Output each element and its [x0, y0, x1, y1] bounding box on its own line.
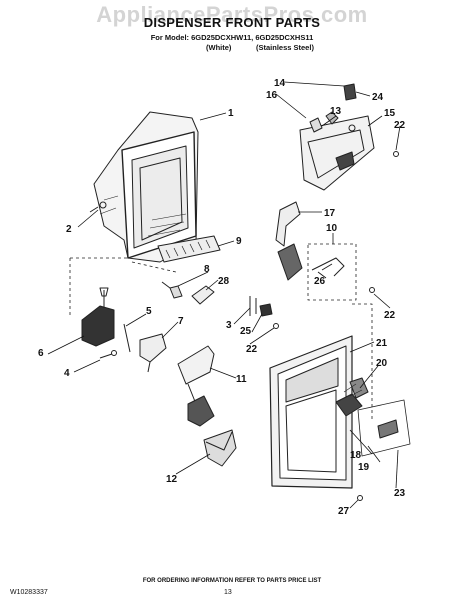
callout-27: 27 — [338, 506, 350, 517]
part-27-screw — [357, 495, 363, 501]
page-title: DISPENSER FRONT PARTS — [143, 15, 321, 30]
part-28-lever — [191, 285, 215, 305]
finish-white-label: (White) — [206, 43, 232, 52]
callout-10: 10 — [326, 223, 338, 234]
callout-7: 7 — [178, 316, 184, 327]
callout-20: 20 — [376, 358, 388, 369]
part-19-23-membrane — [357, 399, 411, 457]
part-4-screw — [99, 350, 117, 359]
callout-2: 2 — [66, 224, 72, 235]
callout-22-top: 22 — [394, 120, 406, 131]
part-housing — [93, 111, 199, 263]
callout-1: 1 — [228, 108, 234, 119]
part-14-key — [343, 83, 357, 101]
callout-11: 11 — [236, 374, 247, 385]
callout-25: 25 — [240, 326, 252, 337]
finish-stainless-label: (Stainless Steel) — [256, 43, 314, 52]
callout-15: 15 — [384, 108, 396, 119]
part-12-chute — [203, 429, 237, 467]
watermark: AppliancePartsPros.com — [96, 2, 368, 27]
page-number: 13 — [224, 589, 232, 596]
callout-8: 8 — [204, 264, 210, 275]
callout-13: 13 — [330, 106, 342, 117]
callout-18: 18 — [350, 450, 362, 461]
part-17-flap — [275, 201, 303, 281]
callout-22-right: 22 — [384, 310, 396, 321]
part-8-spring — [161, 281, 183, 299]
callout-24: 24 — [372, 92, 384, 103]
part-15-control-housing — [299, 115, 375, 191]
part-5-pin — [123, 323, 131, 353]
callout-16: 16 — [266, 90, 278, 101]
part-22-screw-mid — [273, 323, 279, 329]
part-13-16-bulb — [309, 111, 339, 133]
part-20-wiring — [335, 377, 369, 417]
callout-14: 14 — [274, 78, 286, 89]
callout-5: 5 — [146, 306, 152, 317]
callout-12: 12 — [166, 474, 178, 485]
callout-4: 4 — [64, 368, 70, 379]
part-3-25-switch — [249, 296, 273, 317]
callout-21: 21 — [376, 338, 388, 349]
callout-17: 17 — [324, 208, 336, 219]
callout-3: 3 — [226, 320, 232, 331]
part-6-bracket — [81, 287, 115, 347]
callout-28: 28 — [218, 276, 230, 287]
part-11-paddle-arm — [177, 345, 215, 427]
ordering-note: FOR ORDERING INFORMATION REFER TO PARTS … — [142, 578, 322, 584]
part-7-lever — [139, 333, 167, 373]
callout-22-mid: 22 — [246, 344, 258, 355]
part-21-front-panel — [269, 335, 353, 489]
part-drip-tray — [157, 235, 221, 263]
part-22-screw-top — [393, 151, 399, 157]
callout-19: 19 — [358, 462, 370, 473]
document-number: W10283337 — [10, 589, 48, 596]
callout-23: 23 — [394, 488, 406, 499]
model-line: For Model: 6GD25DCXHW11, 6GD25DCXHS11 — [150, 33, 314, 42]
callout-9: 9 — [236, 236, 242, 247]
callout-6: 6 — [38, 348, 44, 359]
part-screw-2 — [89, 201, 107, 213]
part-10-assembly-box — [307, 243, 357, 301]
part-22-screw-right — [369, 287, 375, 293]
callout-26: 26 — [314, 276, 326, 287]
